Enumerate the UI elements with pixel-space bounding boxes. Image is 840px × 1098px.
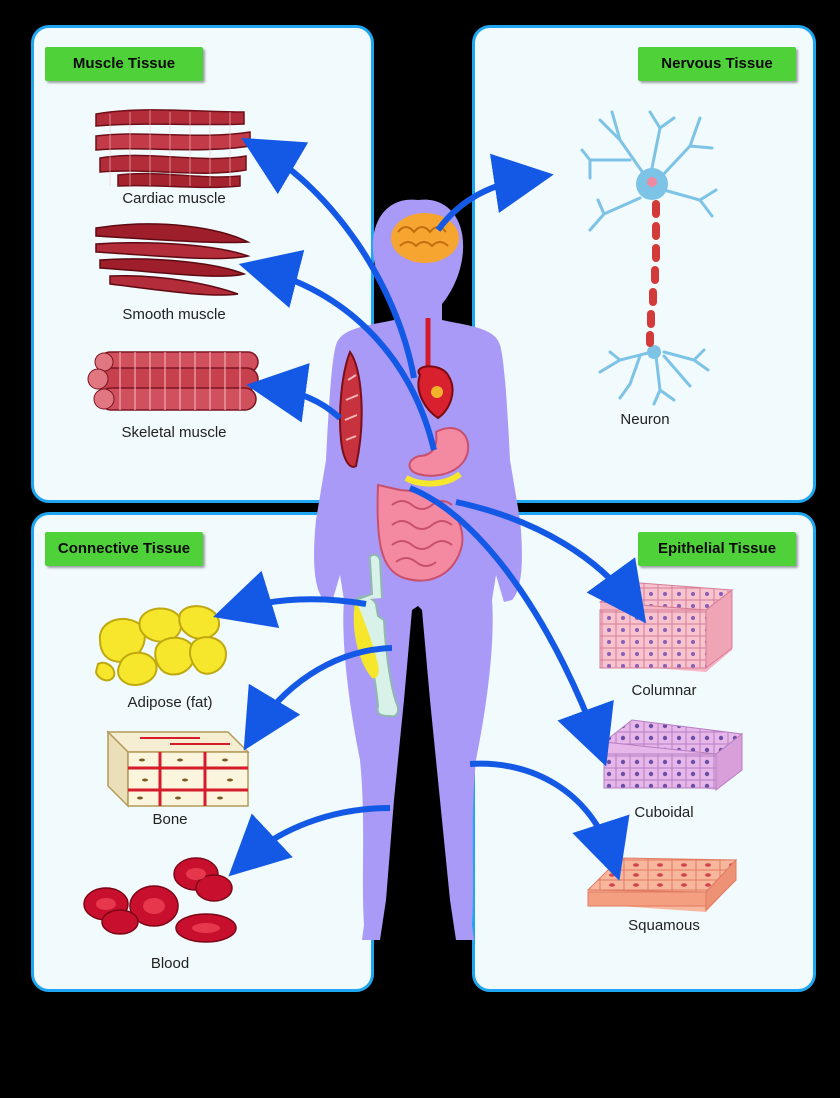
epithelial-tissue-title: Epithelial Tissue	[638, 532, 796, 566]
stomach-illustration	[408, 427, 470, 477]
cardiac-muscle-label: Cardiac muscle	[122, 190, 226, 207]
axon-myelin	[646, 200, 660, 347]
femur-illustration	[353, 553, 399, 718]
heart-illustration	[417, 318, 454, 420]
squamous-epithelium-illustration	[586, 857, 738, 912]
neuron-illustration	[580, 110, 718, 406]
squamous-label: Squamous	[628, 917, 700, 934]
adipose-illustration	[94, 605, 228, 686]
nervous-tissue-panel	[472, 25, 816, 503]
cuboidal-label: Cuboidal	[634, 804, 694, 821]
columnar-epithelium-illustration	[598, 581, 734, 672]
cuboidal-epithelium-illustration	[602, 719, 744, 792]
columnar-label: Columnar	[631, 682, 697, 699]
connector-arrows	[213, 137, 647, 881]
nervous-tissue-title: Nervous Tissue	[638, 47, 796, 81]
skeletal-muscle-illustration	[87, 351, 259, 411]
neuron-label: Neuron	[620, 411, 670, 428]
adipose-label: Adipose (fat)	[127, 694, 213, 711]
bone-label: Bone	[152, 811, 188, 828]
skeletal-muscle-label: Skeletal muscle	[121, 424, 227, 441]
arm-muscle-illustration	[339, 349, 363, 468]
smooth-muscle-label: Smooth muscle	[122, 306, 226, 323]
cardiac-muscle-illustration	[95, 109, 251, 189]
bone-tissue-illustration	[106, 730, 250, 808]
connective-tissue-title: Connective Tissue	[45, 532, 203, 566]
muscle-tissue-title: Muscle Tissue	[45, 47, 203, 81]
blood-cells-illustration	[83, 857, 237, 943]
blood-label: Blood	[150, 955, 190, 972]
smooth-muscle-illustration	[95, 223, 251, 296]
